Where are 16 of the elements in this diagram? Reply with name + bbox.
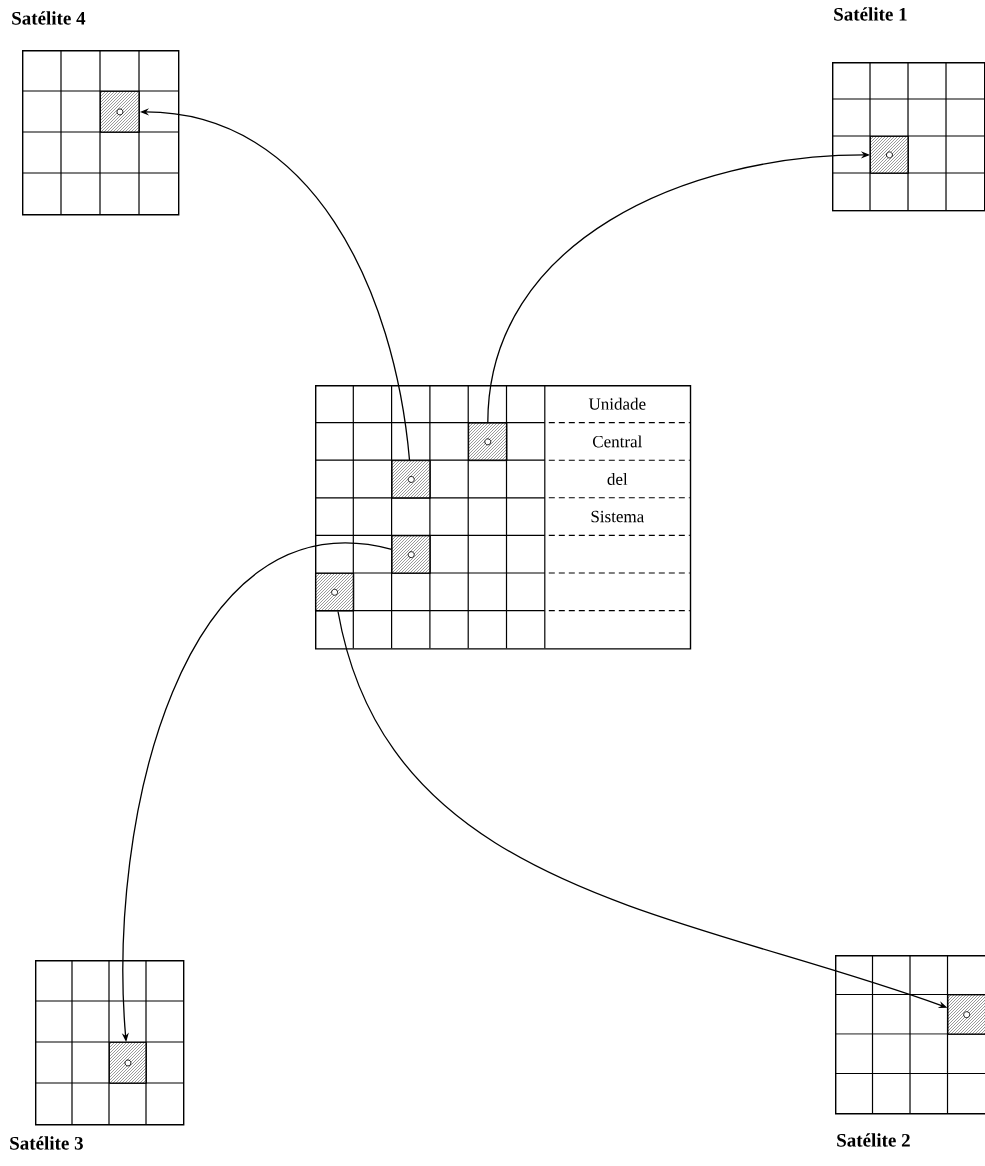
shaded-cell [109,1042,147,1084]
unit-label: Sistema [591,510,644,523]
unit-label: Unidade [588,397,646,410]
shaded-cell [100,91,140,133]
shaded-cell [391,460,431,499]
shaded-cell [870,136,909,174]
shaded-cell [947,994,985,1035]
shaded-cell [315,573,355,612]
satellite-label: Satélite 3 [10,1136,83,1150]
satellite-label: Satélite 1 [834,7,907,21]
satellite-label: Satélite 4 [12,11,86,25]
unit-label: Central [593,435,642,448]
shaded-cell [391,535,431,574]
satellite-label: Satélite 2 [837,1133,910,1147]
unit-label: del [607,473,628,485]
shaded-cell [468,422,508,462]
